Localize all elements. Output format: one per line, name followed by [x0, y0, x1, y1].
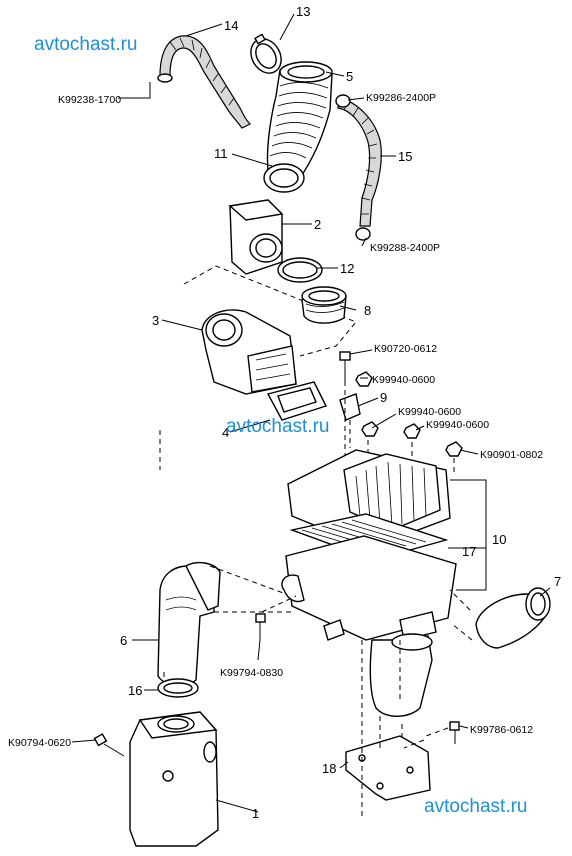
callout-11: 11: [214, 146, 228, 161]
callout-2: 2: [314, 217, 321, 232]
clamp-12: [277, 257, 323, 283]
resonator-duct-6: [157, 561, 221, 687]
intake-duct-5: [266, 61, 333, 179]
gasket-16: [157, 678, 199, 698]
bolt-k90720: [339, 351, 351, 386]
callout-7: 7: [554, 574, 561, 589]
gasket-4: [266, 381, 327, 421]
nut-k99940-b: [361, 421, 379, 437]
bolt-k99794: [255, 613, 266, 640]
watermark-top: avtochast.ru: [34, 34, 138, 55]
hose-15: [335, 94, 382, 241]
callout-4: 4: [222, 425, 229, 440]
outlet-duct: [369, 633, 433, 717]
nut-k90901: [445, 441, 463, 457]
callout-12: 12: [340, 261, 354, 276]
throttle-body-3: [201, 309, 297, 395]
code-k99940-0600-a: K99940-0600: [372, 374, 435, 386]
callout-3: 3: [152, 313, 159, 328]
code-k99940-0600-c: K99940-0600: [426, 419, 489, 431]
callout-8: 8: [364, 303, 371, 318]
clamp-13: [250, 33, 282, 74]
callout-16: 16: [128, 683, 142, 698]
callout-18: 18: [322, 761, 336, 776]
callout-6: 6: [120, 633, 127, 648]
callout-10: 10: [492, 532, 506, 547]
rubber-boot-8: [301, 286, 347, 324]
nut-k99940-c: [403, 423, 421, 439]
code-k90720-0612: K90720-0612: [374, 343, 437, 355]
bolt-k90794: [93, 733, 125, 757]
code-k99794-0830: K99794-0830: [220, 667, 283, 679]
bolt-k99786: [449, 721, 460, 744]
callout-17: 17: [462, 544, 476, 559]
code-k99238-1700: K99238-1700: [58, 94, 121, 106]
leader-lines: [71, 13, 551, 813]
breather-hose-14: [157, 35, 252, 129]
callout-14: 14: [224, 18, 238, 33]
code-k99288-2400p: K99288-2400P: [370, 242, 440, 254]
callout-13: 13: [296, 4, 310, 19]
code-k99940-0600-b: K99940-0600: [398, 406, 461, 418]
code-k99286-2400p: K99286-2400P: [366, 92, 436, 104]
bracket-18: [345, 735, 431, 801]
code-k90794-0620: K90794-0620: [8, 737, 71, 749]
duct-ring-11: [263, 163, 305, 193]
callout-5: 5: [346, 69, 353, 84]
resonator-1: [129, 711, 219, 847]
bracket-9: [339, 393, 361, 421]
code-k99786-0612: K99786-0612: [470, 724, 533, 736]
airflow-meter-2: [228, 199, 284, 275]
callout-1: 1: [252, 806, 259, 821]
air-cleaner-lower-case: [281, 535, 457, 641]
callout-9: 9: [380, 390, 387, 405]
nut-k99940-a: [355, 371, 373, 387]
watermark-bottom: avtochast.ru: [424, 796, 528, 817]
callout-15: 15: [398, 149, 412, 164]
elbow-duct-7: [475, 587, 551, 649]
code-k90901-0802: K90901-0802: [480, 449, 543, 461]
watermark-middle: avtochast.ru: [226, 416, 330, 437]
